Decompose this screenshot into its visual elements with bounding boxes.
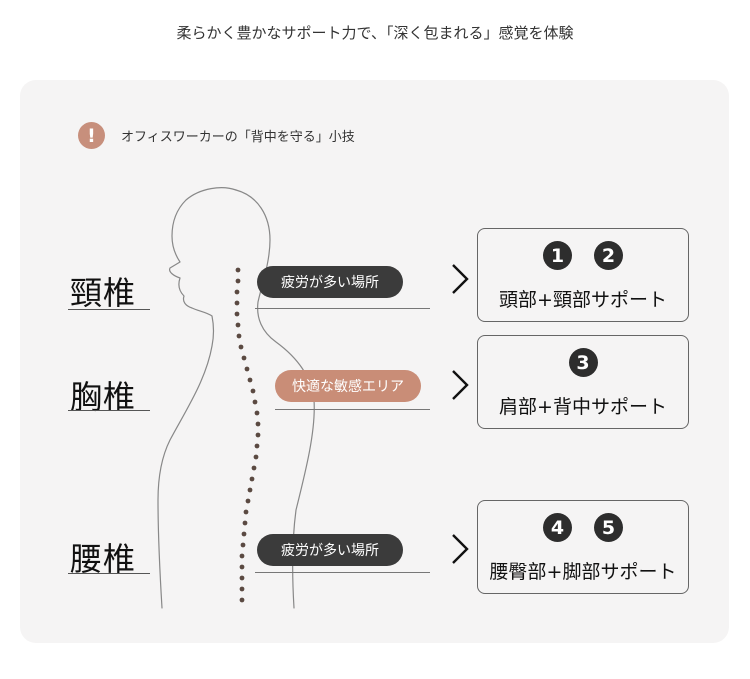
number-badge-2: 2 [594, 241, 623, 270]
pill-line-cervical [255, 308, 430, 309]
number-badges: 1 2 [478, 241, 688, 270]
number-badges: 4 5 [478, 513, 688, 542]
notice: ! オフィスワーカーの「背中を守る」小技 [78, 122, 355, 149]
chevron-right-icon [450, 262, 470, 296]
region-label-cervical: 頸椎 [70, 274, 137, 312]
number-badges: 3 [478, 348, 688, 377]
number-badge-3: 3 [568, 348, 598, 377]
number-badge-4: 4 [543, 513, 572, 542]
number-badge-5: 5 [594, 513, 623, 542]
pill-line-lumbar [255, 572, 430, 573]
region-underline-lumbar [68, 573, 150, 574]
chevron-right-icon [450, 532, 470, 566]
spine-dots [234, 267, 261, 603]
headline: 柔らかく豊かなサポート力で、「深く包まれる」感覚を体験 [176, 24, 574, 42]
region-underline-cervical [68, 309, 150, 310]
support-label-thoracic: 肩部+背中サポート [499, 396, 667, 418]
support-box-cervical: 1 2 頭部+頸部サポート [477, 228, 689, 322]
support-label-cervical: 頭部+頸部サポート [499, 289, 667, 311]
support-label-lumbar: 腰臀部+脚部サポート [489, 561, 677, 583]
back-outline [235, 189, 315, 609]
exclamation-icon: ! [78, 122, 105, 149]
number-badge-1: 1 [543, 241, 572, 270]
pill-thoracic: 快適な敏感エリア [275, 370, 421, 402]
pill-lumbar: 疲労が多い場所 [257, 534, 403, 566]
support-box-thoracic: 3 肩部+背中サポート [477, 335, 689, 429]
region-underline-thoracic [68, 410, 150, 411]
region-label-thoracic: 胸椎 [70, 378, 137, 416]
notice-text: オフィスワーカーの「背中を守る」小技 [121, 130, 355, 145]
head-outline [157, 187, 237, 609]
pill-cervical: 疲労が多い場所 [257, 266, 403, 298]
support-box-lumbar: 4 5 腰臀部+脚部サポート [477, 500, 689, 594]
region-label-lumbar: 腰椎 [70, 540, 137, 578]
chevron-right-icon [450, 368, 470, 402]
pill-line-thoracic [275, 409, 430, 410]
